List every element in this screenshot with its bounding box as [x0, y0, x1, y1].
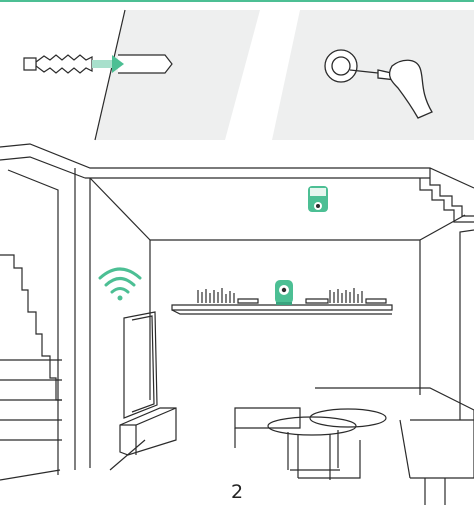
wall-anchor-panel [24, 10, 260, 140]
wifi-icon [100, 269, 140, 301]
ceiling-camera-icon [308, 186, 328, 212]
room-scene [0, 144, 474, 505]
screw-mount-icon [325, 50, 357, 82]
top-accent-bar [0, 0, 474, 2]
page-number: 2 [0, 481, 474, 503]
shelf-camera-icon [275, 280, 293, 305]
screw-mount-panel [272, 10, 474, 140]
wall-anchor-icon [24, 55, 92, 73]
